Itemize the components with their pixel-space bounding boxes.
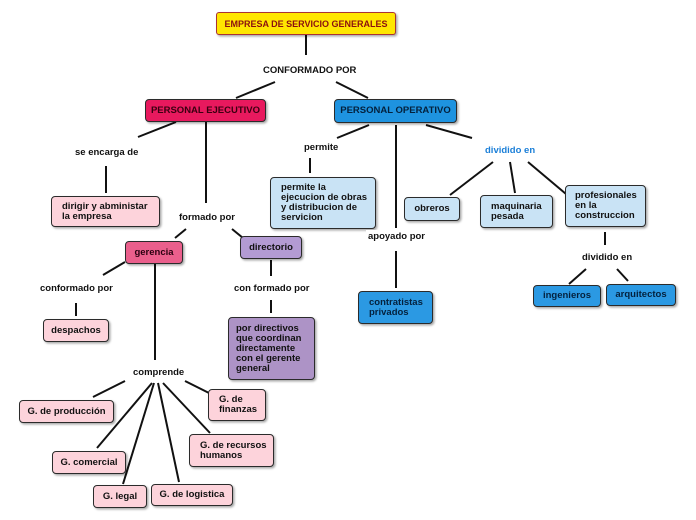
ingenieros-node[interactable]: ingenieros: [533, 285, 601, 307]
link-label-con-formado-por: con formado por: [232, 282, 312, 295]
g-recursos-humanos-node[interactable]: G. de recursos humanos: [189, 434, 274, 467]
personal-ejecutivo-node[interactable]: PERSONAL EJECUTIVO: [145, 99, 266, 122]
contratistas-node[interactable]: contratistas privados: [358, 291, 433, 324]
g-legal-node[interactable]: G. legal: [93, 485, 147, 508]
obreros-node[interactable]: obreros: [404, 197, 460, 221]
dirigir-node[interactable]: dirigir y abministar la empresa: [51, 196, 160, 227]
g-logistica-node[interactable]: G. de logistica: [151, 484, 233, 506]
despachos-node[interactable]: despachos: [43, 319, 109, 342]
personal-operativo-node[interactable]: PERSONAL OPERATIVO: [334, 99, 457, 123]
link-label-dividido-en: dividido en: [483, 144, 538, 157]
link-label-formado-por: formado por: [177, 211, 237, 224]
arquitectos-node[interactable]: arquitectos: [606, 284, 676, 306]
ejecucion-node[interactable]: permite la ejecucion de obras y distribu…: [270, 177, 376, 229]
directorio-node[interactable]: directorio: [240, 236, 302, 259]
g-comercial-node[interactable]: G. comercial: [52, 451, 126, 474]
link-label-comprende: comprende: [131, 366, 187, 379]
link-label-permite: permite: [302, 141, 341, 154]
link-label-conformado-por-2: conformado por: [38, 282, 115, 295]
maquinaria-node[interactable]: maquinaria pesada: [480, 195, 553, 228]
title-node[interactable]: EMPRESA DE SERVICIO GENERALES: [216, 12, 396, 35]
link-label-apoyado-por: apoyado por: [366, 230, 428, 243]
link-label-conformado-por: CONFORMADO POR: [261, 64, 359, 77]
g-finanzas-node[interactable]: G. de finanzas: [208, 389, 266, 421]
link-label-dividido-en-2: dividido en: [580, 251, 635, 264]
link-label-se-encarga-de: se encarga de: [73, 146, 141, 159]
profesionales-node[interactable]: profesionales en la construccion: [565, 185, 646, 227]
g-produccion-node[interactable]: G. de producción: [19, 400, 114, 423]
directivos-node[interactable]: por directivos que coordinan directament…: [228, 317, 315, 380]
gerencia-node[interactable]: gerencia: [125, 241, 183, 264]
